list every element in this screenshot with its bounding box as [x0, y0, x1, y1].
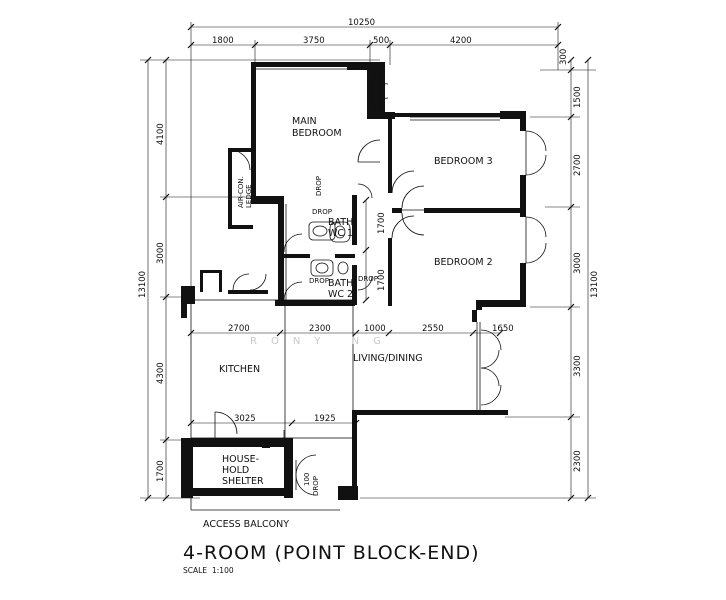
dimension-lines	[140, 22, 596, 502]
label-kitchen: KITCHEN	[219, 364, 260, 375]
label-main-bedroom-line2: BEDROOM	[292, 128, 342, 139]
note-drop-2: DROP	[312, 208, 332, 216]
dim-overall-width: 10250	[348, 18, 375, 28]
label-access-balcony: ACCESS BALCONY	[203, 519, 289, 530]
dim-mid-3: 1000	[364, 324, 386, 334]
dim-mid-5: 1650	[492, 324, 514, 334]
dim-top-right-small: 300	[559, 49, 569, 65]
label-main-bedroom-line1: MAIN	[292, 116, 317, 127]
dim-right-overall: 13100	[590, 271, 600, 298]
scale-label: SCALE	[183, 566, 207, 575]
note-drop-4: DROP	[358, 275, 378, 283]
label-bedroom-3: BEDROOM 3	[434, 156, 493, 167]
dim-right-4: 3300	[573, 355, 583, 377]
note-drop-5: DROP	[312, 476, 320, 496]
dim-mid-4: 2550	[422, 324, 444, 334]
dim-top-2: 3750	[303, 36, 325, 46]
dim-low-1: 3025	[234, 414, 256, 424]
dim-top-3: 500	[373, 36, 389, 46]
label-aircon-line2: LEDGE	[245, 184, 253, 208]
dim-mid-2: 2300	[309, 324, 331, 334]
watermark: RONY NG	[250, 336, 395, 347]
note-drop-1: DROP	[315, 176, 323, 196]
drop-notes: DROP DROP DROP DROP DROP	[309, 176, 378, 496]
dim-right-5: 2300	[573, 450, 583, 472]
label-shelter-line1: HOUSE-	[222, 454, 259, 465]
door-swings	[229, 69, 547, 496]
label-bath-2-line2: WC 2	[328, 289, 353, 300]
plan-title: 4-ROOM (POINT BLOCK-END)	[183, 542, 480, 564]
dim-left-1: 4100	[156, 123, 166, 145]
dim-corridor-2: 1700	[377, 269, 387, 291]
dim-right-1: 1500	[573, 86, 583, 108]
label-bath-2-line1: BATH	[328, 278, 353, 289]
dim-right-3: 3000	[573, 252, 583, 274]
dimension-labels: 10250 1800 3750 500 4200 300 13100 4100 …	[138, 18, 600, 486]
dim-top-4: 4200	[450, 36, 472, 46]
dim-drop-100: 100	[303, 473, 311, 486]
room-labels: MAIN BEDROOM BEDROOM 3 BEDROOM 2 BATH WC…	[203, 116, 493, 530]
dim-left-3: 4300	[156, 362, 166, 384]
dim-left-2: 3000	[156, 242, 166, 264]
dim-right-2: 2700	[573, 154, 583, 176]
scale-value: 1:100	[212, 566, 234, 575]
walls	[181, 62, 526, 500]
dim-left-4: 1700	[156, 460, 166, 482]
label-shelter-line2: HOLD	[222, 465, 249, 476]
dim-mid-1: 2700	[228, 324, 250, 334]
label-bath-1-line1: BATH	[328, 217, 353, 228]
dim-corridor-1: 1700	[377, 212, 387, 234]
dim-left-overall: 13100	[138, 271, 148, 298]
label-living-dining: LIVING/DINING	[353, 353, 423, 364]
partitions	[190, 65, 527, 511]
label-bath-1-line2: WC 1	[328, 228, 353, 239]
label-shelter-line3: SHELTER	[222, 476, 264, 487]
label-aircon-line1: AIR-CON.	[237, 176, 245, 208]
note-drop-3: DROP	[309, 277, 329, 285]
label-bedroom-2: BEDROOM 2	[434, 257, 493, 268]
dim-top-1: 1800	[212, 36, 234, 46]
dim-low-2: 1925	[314, 414, 336, 424]
